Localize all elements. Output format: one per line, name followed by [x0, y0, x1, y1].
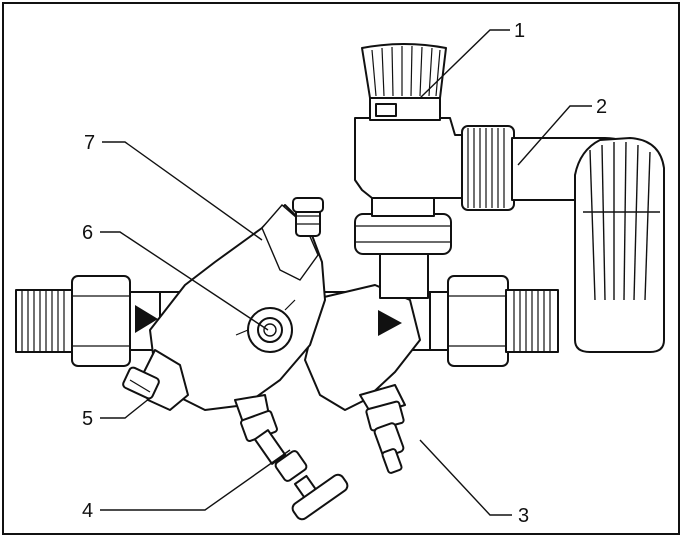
callout-4: 4 — [82, 500, 93, 522]
riser-nut — [354, 213, 452, 255]
callout-6: 6 — [82, 222, 93, 244]
leader-5 — [100, 397, 151, 419]
drain-cap — [122, 349, 189, 411]
drain-funnel — [511, 137, 665, 353]
left-inlet-threads — [21, 290, 65, 352]
safety-valve-cap — [361, 43, 447, 99]
callout-3: 3 — [518, 505, 529, 527]
leader-6 — [100, 231, 269, 331]
callout-labels: 1 2 3 4 5 6 7 — [82, 20, 607, 527]
right-union-nut — [447, 275, 509, 367]
leader-lines — [100, 29, 592, 516]
right-outlet-fitting — [419, 275, 559, 367]
funnel-ribs — [583, 141, 660, 301]
vent-plug — [292, 197, 324, 237]
left-union-nut — [71, 275, 131, 367]
flow-arrow-right — [378, 310, 402, 336]
safety-valve-body — [354, 117, 463, 199]
callout-1: 1 — [514, 20, 525, 42]
shutoff-valve-handwheel — [234, 394, 349, 521]
safety-valve — [354, 43, 515, 211]
leader-3 — [419, 439, 512, 516]
callout-7: 7 — [84, 132, 95, 154]
callout-2: 2 — [596, 96, 607, 118]
callout-5: 5 — [82, 408, 93, 430]
leader-4 — [100, 449, 291, 511]
riser-pipe — [354, 195, 452, 299]
leader-1 — [419, 29, 510, 99]
handwheel — [291, 473, 349, 521]
funnel-cup — [574, 137, 665, 353]
sight-glass-indicator — [235, 299, 296, 353]
flow-arrow-left — [135, 305, 158, 333]
leader-2 — [517, 105, 592, 166]
outlet-nut — [461, 125, 515, 211]
right-outlet-threads — [513, 290, 551, 352]
leader-7 — [102, 141, 263, 241]
right-valve-stem — [359, 384, 406, 474]
